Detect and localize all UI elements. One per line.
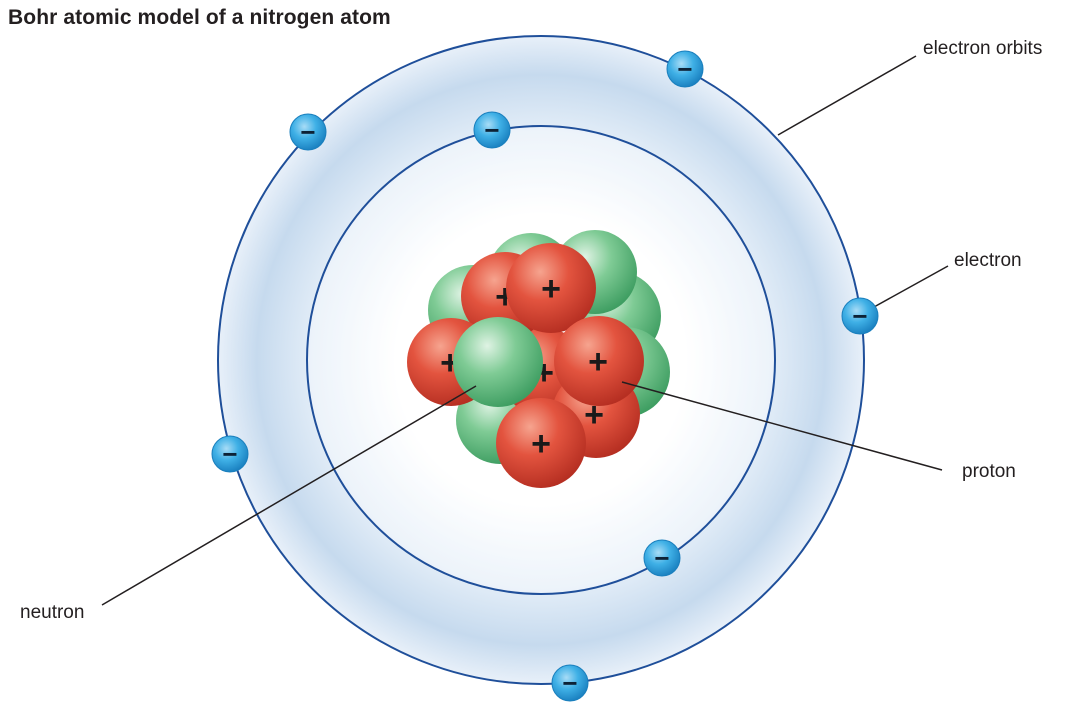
leader-line-proton bbox=[621, 381, 943, 471]
electron-sign: − bbox=[562, 668, 577, 698]
electron-particle bbox=[666, 50, 704, 88]
electron-particle bbox=[643, 539, 681, 577]
electron-particle bbox=[551, 664, 589, 702]
label-electron-orbits: electron orbits bbox=[923, 38, 1042, 59]
label-neutron: neutron bbox=[20, 602, 84, 623]
nucleus: + + + + + + + bbox=[407, 230, 670, 488]
electron-sign: − bbox=[677, 54, 692, 84]
electron-particle bbox=[289, 113, 327, 151]
outer-orbit bbox=[217, 35, 865, 685]
proton-sign: + bbox=[531, 425, 551, 463]
proton-particle bbox=[506, 243, 596, 333]
electron-particle bbox=[841, 297, 879, 335]
electron-particle bbox=[211, 435, 249, 473]
neutron-particle bbox=[453, 317, 543, 407]
proton-particle bbox=[496, 398, 586, 488]
leader-line-electron-orbits bbox=[777, 55, 917, 136]
label-proton: proton bbox=[962, 461, 1016, 482]
electron-sign: − bbox=[852, 301, 867, 331]
leader-line-neutron bbox=[101, 385, 477, 606]
proton-sign: + bbox=[541, 270, 561, 308]
proton-sign: + bbox=[588, 343, 608, 381]
electron-sign: − bbox=[300, 117, 315, 147]
electrons: − − − − − − − bbox=[211, 50, 879, 702]
electron-particle bbox=[473, 111, 511, 149]
electron-sign: − bbox=[222, 439, 237, 469]
label-electron: electron bbox=[954, 250, 1022, 271]
electron-sign: − bbox=[654, 543, 669, 573]
leader-line-electron bbox=[873, 265, 949, 308]
electron-sign: − bbox=[484, 115, 499, 145]
proton-particle bbox=[554, 316, 644, 406]
page-title: Bohr atomic model of a nitrogen atom bbox=[8, 6, 391, 29]
